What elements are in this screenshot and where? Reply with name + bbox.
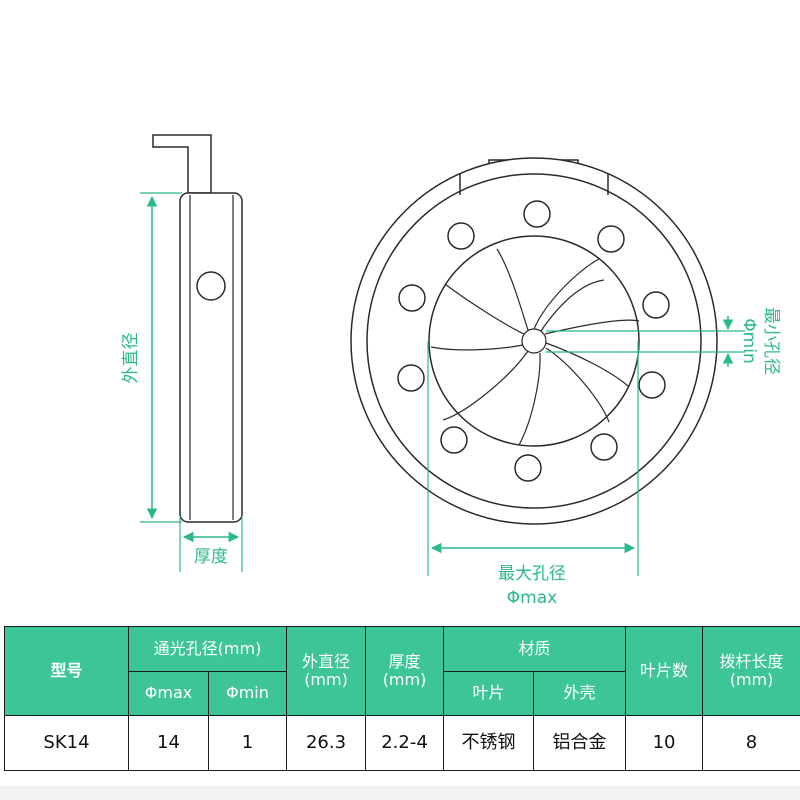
front-view — [350, 157, 718, 525]
iris-blades — [430, 248, 640, 446]
cell-shell-material: 铝合金 — [533, 715, 627, 771]
cell-thickness: 2.2-4 — [365, 715, 445, 771]
technical-drawing: 外直径 厚度 — [121, 134, 781, 608]
lever-profile — [152, 134, 212, 194]
cell-phi-min: 1 — [207, 715, 288, 771]
thickness-dimension: 厚度 — [179, 516, 243, 572]
outer-diameter-dimension: 外直径 — [121, 192, 182, 523]
side-body — [179, 192, 243, 523]
table-row: SK14 14 1 26.3 2.2-4 不锈钢 铝合金 10 8 — [4, 715, 800, 771]
max-aperture-dimension: 最大孔径 Φmax — [427, 341, 639, 608]
header-phi-max: Φmax — [128, 671, 209, 716]
outer-diameter-label: 外直径 — [121, 333, 141, 384]
cell-outer-diameter: 26.3 — [286, 715, 367, 771]
min-aperture-dimension: 最小孔径 Φmin — [546, 307, 781, 375]
header-aperture: 通光孔径(mm) — [127, 626, 288, 672]
side-hole — [196, 271, 226, 301]
cell-blade-count: 10 — [625, 715, 704, 771]
min-aperture-label: 最小孔径 — [761, 307, 781, 375]
cell-lever-length: 8 — [702, 715, 800, 771]
bottom-strip — [0, 786, 800, 800]
thickness-label: 厚度 — [194, 547, 228, 567]
inner-ring — [366, 173, 702, 509]
max-aperture-label: 最大孔径 — [498, 564, 566, 584]
header-outer-diameter: 外直径 (mm) — [286, 626, 367, 716]
min-aperture-symbol: Φmin — [739, 318, 759, 363]
spec-table: 型号 通光孔径(mm) 外直径 (mm) 厚度 (mm) 材质 叶片数 拨杆长度… — [4, 626, 800, 771]
cell-blade-material: 不锈钢 — [443, 715, 535, 771]
header-model: 型号 — [4, 626, 129, 716]
header-shell-material: 外壳 — [533, 671, 627, 716]
header-blade-material: 叶片 — [443, 671, 535, 716]
spec-table-container: 型号 通光孔径(mm) 外直径 (mm) 厚度 (mm) 材质 叶片数 拨杆长度… — [4, 626, 800, 771]
header-phi-min: Φmin — [207, 671, 288, 716]
side-view — [152, 134, 243, 523]
cell-model: SK14 — [4, 715, 129, 771]
header-thickness: 厚度 (mm) — [365, 626, 445, 716]
cell-phi-max: 14 — [128, 715, 209, 771]
header-blade-count: 叶片数 — [625, 626, 704, 716]
mounting-holes — [397, 200, 670, 482]
max-aperture-symbol: Φmax — [507, 588, 557, 608]
header-lever-length: 拨杆长度 (mm) — [702, 626, 800, 716]
header-material: 材质 — [443, 626, 627, 672]
